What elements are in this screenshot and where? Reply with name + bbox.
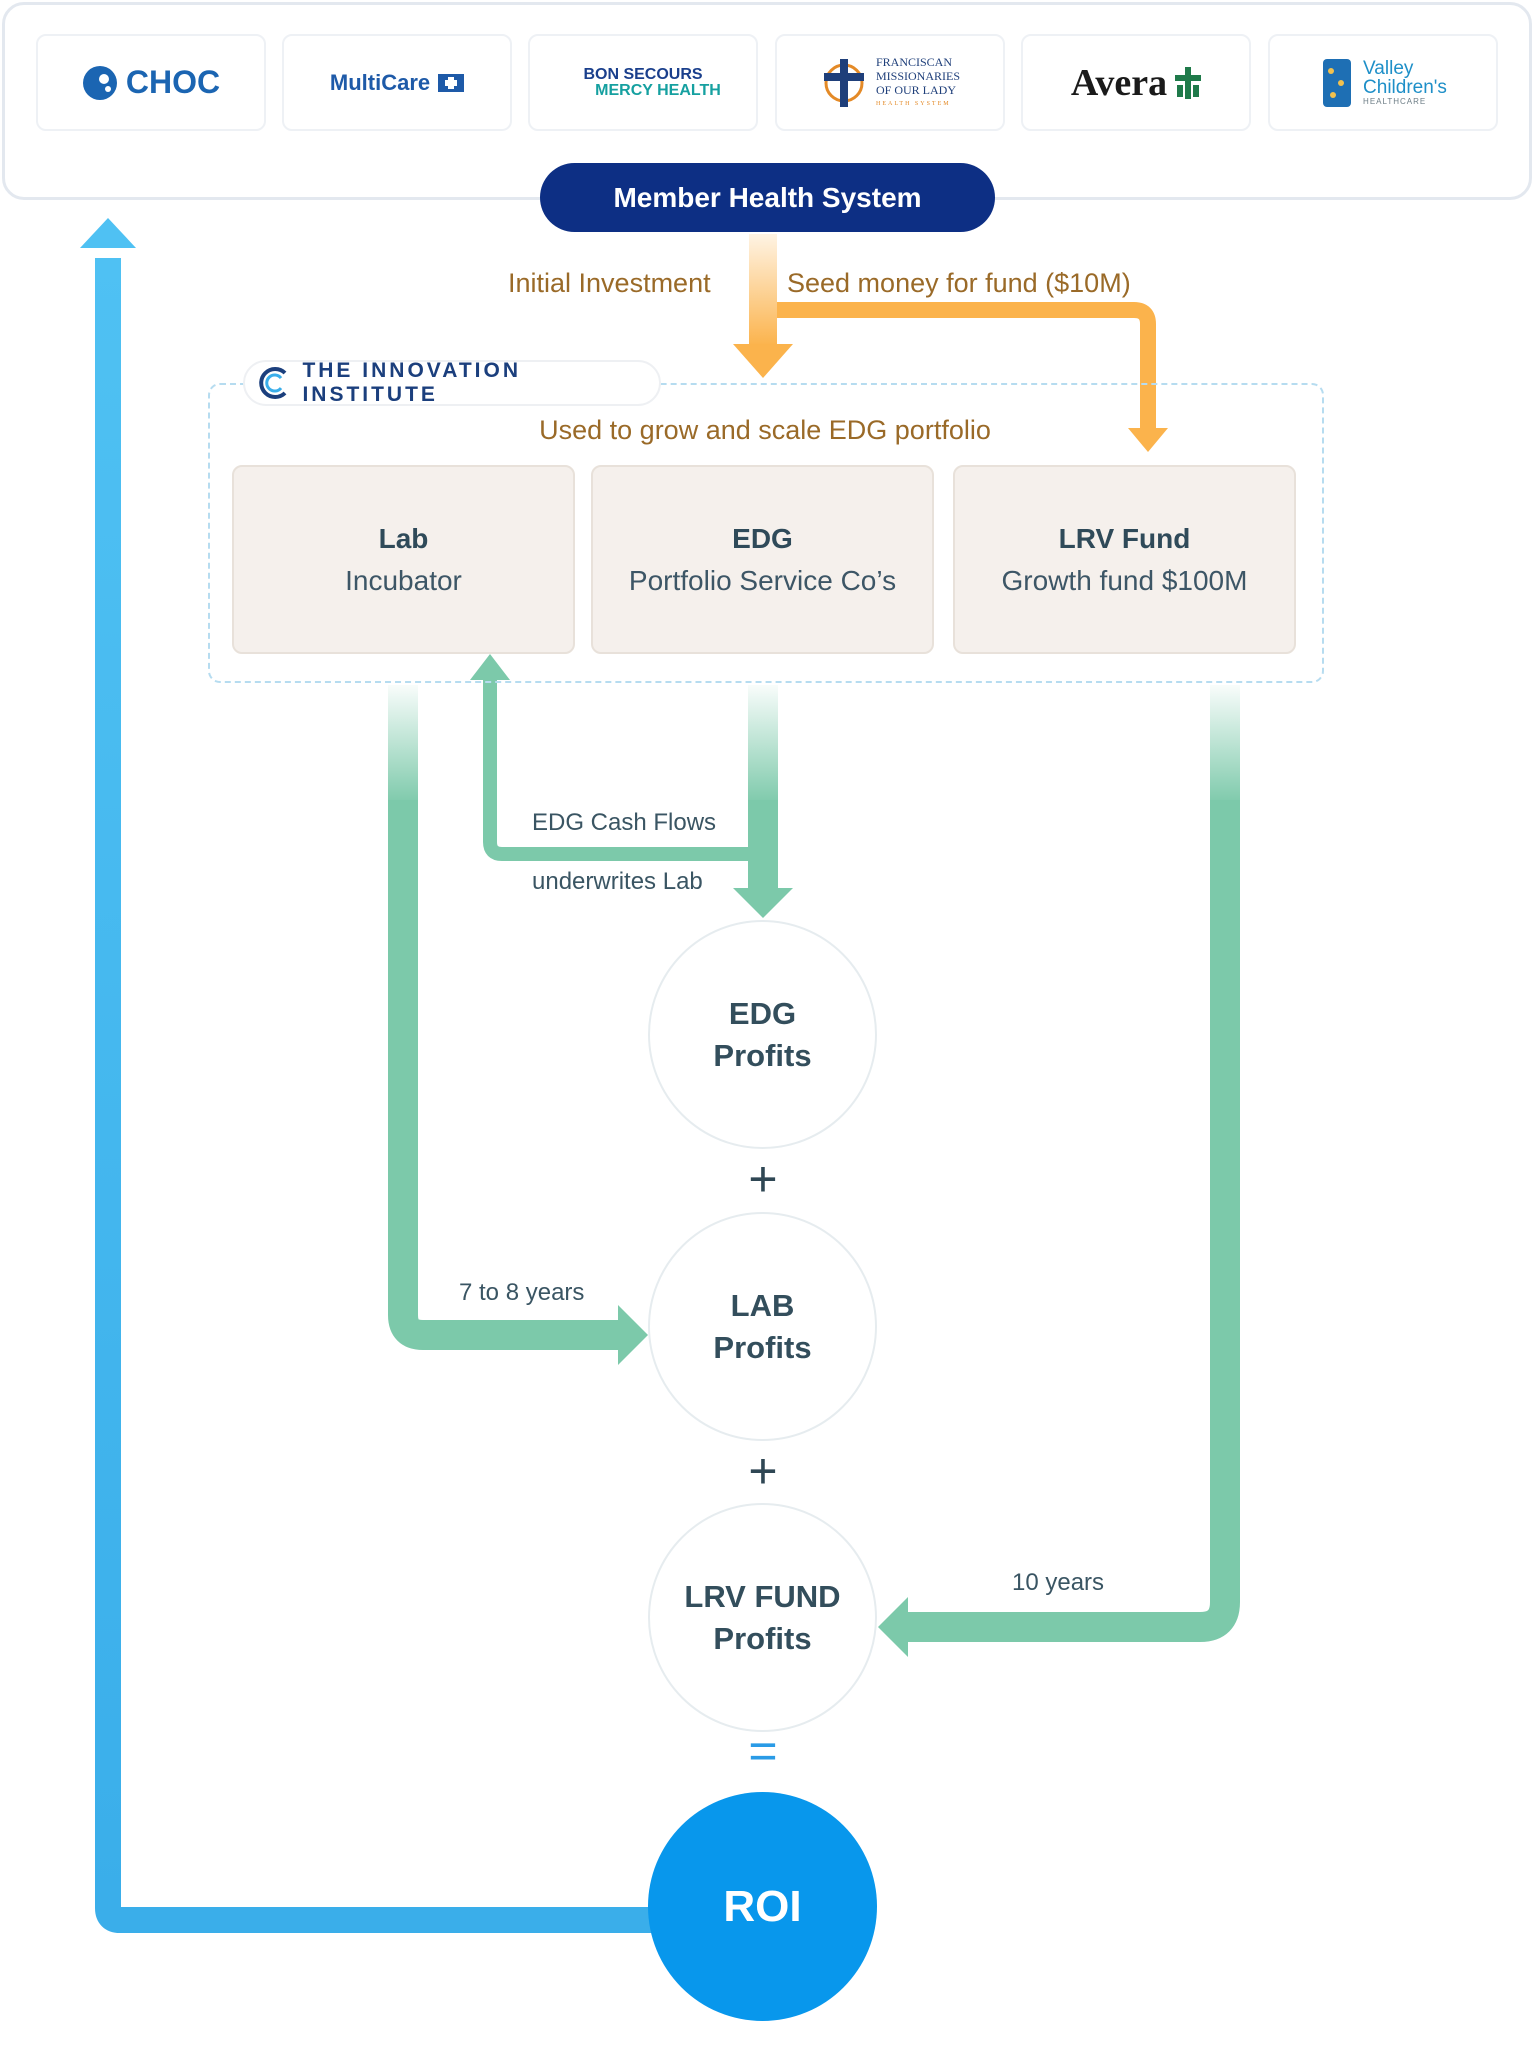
lab-profits-line1: LAB xyxy=(730,1287,795,1323)
lrv-fund-profits-circle: LRV FUND Profits xyxy=(648,1503,877,1732)
franciscan-logo-line1: FRANCISCAN xyxy=(875,54,953,69)
lab-profits-circle: LAB Profits xyxy=(648,1212,877,1441)
lab-profits-line2: Profits xyxy=(713,1329,812,1365)
roi-circle: ROI xyxy=(648,1792,877,2021)
lab-years-label: 7 to 8 years xyxy=(459,1279,585,1306)
franciscan-logo-line3: OF OUR LADY xyxy=(875,82,956,97)
edg-cash-flows-arrow xyxy=(470,654,750,861)
avera-cross-icon xyxy=(1175,66,1202,99)
edg-to-edg-profits-arrow xyxy=(733,685,793,918)
fund-to-fund-profits-arrow xyxy=(878,685,1240,1657)
logo-card-avera: Avera xyxy=(1021,34,1251,131)
innovation-institute-badge: THE INNOVATION INSTITUTE xyxy=(243,359,661,406)
initial-investment-label: Initial Investment xyxy=(508,268,711,298)
bon-secours-logo-text: BON SECOURS xyxy=(583,65,703,83)
plus-operator-2: + xyxy=(748,1443,778,1499)
cross-icon xyxy=(823,58,864,107)
member-health-system-pill: Member Health System xyxy=(540,163,995,232)
seed-money-label: Seed money for fund ($10M) xyxy=(787,268,1131,298)
roi-label: ROI xyxy=(723,1881,802,1931)
avera-logo-text: Avera xyxy=(1070,61,1168,104)
mercy-health-logo-text: MERCY HEALTH xyxy=(595,81,721,99)
logo-card-multicare: MultiCare xyxy=(282,34,512,131)
logo-card-choc: CHOC xyxy=(36,34,266,131)
valley-logo-line2: Children's xyxy=(1363,76,1447,98)
valley-logo-line1: Valley xyxy=(1363,57,1414,79)
fund-years-label: 10 years xyxy=(1012,1569,1105,1596)
lab-box: Lab Incubator xyxy=(232,465,575,654)
innovation-institute-logo-icon xyxy=(259,367,287,399)
lab-to-lab-profits-arrow xyxy=(388,685,648,1365)
lrv-fund-box-title: LRV Fund xyxy=(1058,522,1191,554)
institute-subtitle: Used to grow and scale EDG portfolio xyxy=(539,415,991,445)
edg-profits-line1: EDG xyxy=(728,995,797,1031)
logo-card-valley-childrens: Valley Children's HEALTHCARE xyxy=(1268,34,1498,131)
equals-operator: = xyxy=(748,1723,778,1779)
edg-profits-line2: Profits xyxy=(713,1037,812,1073)
initial-investment-arrow xyxy=(733,234,793,378)
edg-cash-flows-label: EDG Cash Flows xyxy=(532,809,717,836)
innovation-institute-name: THE INNOVATION INSTITUTE xyxy=(302,359,521,406)
choc-logo-icon xyxy=(82,65,117,100)
lrv-fund-box-subtitle: Growth fund $100M xyxy=(1001,564,1248,596)
valley-logo-line3: HEALTHCARE xyxy=(1363,96,1427,106)
multicare-logo-text: MultiCare xyxy=(329,69,431,95)
lab-box-title: Lab xyxy=(378,522,429,554)
lrv-fund-box: LRV Fund Growth fund $100M xyxy=(953,465,1296,654)
seed-money-arrow xyxy=(777,302,1168,452)
plus-operator-1: + xyxy=(748,1151,778,1207)
edg-profits-circle: EDG Profits xyxy=(648,920,877,1149)
lab-box-subtitle: Incubator xyxy=(345,564,462,596)
lrv-fund-profits-line2: Profits xyxy=(713,1620,812,1656)
underwrites-lab-label: underwrites Lab xyxy=(532,868,703,895)
logo-card-bon-secours: BON SECOURS MERCY HEALTH xyxy=(528,34,758,131)
edg-box-subtitle: Portfolio Service Co’s xyxy=(628,564,897,596)
roi-return-arrow xyxy=(80,218,660,1933)
choc-logo-text: CHOC xyxy=(125,64,221,100)
franciscan-logo-line4: HEALTH SYSTEM xyxy=(875,100,951,107)
edg-box: EDG Portfolio Service Co’s xyxy=(591,465,934,654)
franciscan-logo-line2: MISSIONARIES xyxy=(875,68,960,83)
logo-card-franciscan: FRANCISCAN MISSIONARIES OF OUR LADY HEAL… xyxy=(775,34,1005,131)
lrv-fund-profits-line1: LRV FUND xyxy=(684,1578,841,1614)
innovation-institute-container xyxy=(208,383,1324,683)
edg-box-title: EDG xyxy=(732,522,793,554)
multicare-logo-icon xyxy=(438,73,465,92)
giraffe-icon xyxy=(1323,58,1352,107)
